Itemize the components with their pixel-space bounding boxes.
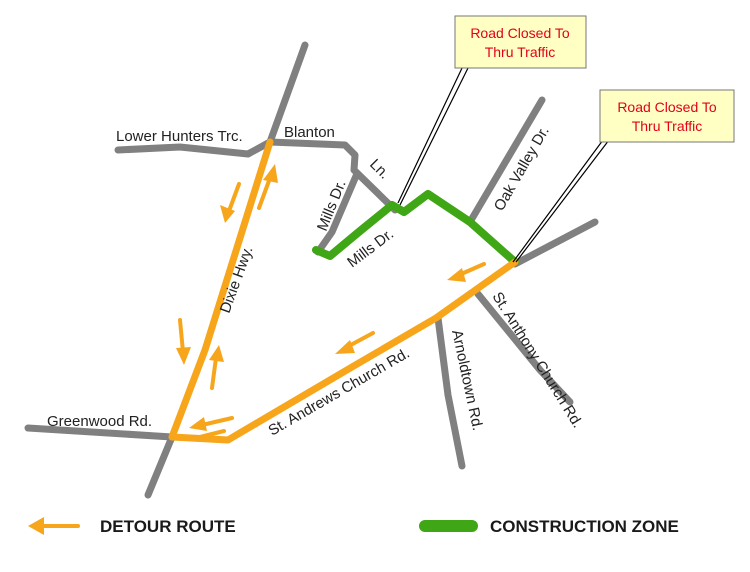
- legend-detour-arrow-icon: [28, 517, 80, 535]
- road-blanton: [266, 138, 399, 214]
- road-arnoldtown: [434, 314, 466, 470]
- detour-arrows: [176, 164, 486, 440]
- road-mills-dr-vertical: [314, 172, 360, 256]
- callout-1-line2: Thru Traffic: [485, 44, 556, 60]
- callout-2-line2: Thru Traffic: [632, 118, 703, 134]
- arrow-st-andrews-west-1: [447, 262, 486, 282]
- arrow-dixie-south-2: [176, 318, 191, 365]
- label-st-anthony: St. Anthony Church Rd.: [489, 289, 586, 431]
- arrow-dixie-north-1: [257, 164, 278, 210]
- road-dixie-north-extension: [266, 41, 309, 146]
- legend-detour-label: DETOUR ROUTE: [100, 517, 236, 536]
- road-closed-callout-1: Road Closed To Thru Traffic: [454, 15, 587, 69]
- road-network: [24, 41, 599, 499]
- callout-leader-1b: [399, 65, 470, 206]
- label-st-andrews: St. Andrews Church Rd.: [266, 345, 413, 440]
- callout-leader-2: [512, 139, 604, 263]
- label-ln: Ln.: [366, 156, 393, 183]
- legend-construction-label: CONSTRUCTION ZONE: [490, 517, 679, 536]
- road-st-anthony: [474, 290, 574, 406]
- arrow-st-andrews-east: [194, 429, 226, 440]
- arrow-st-andrews-west-2: [335, 331, 375, 354]
- detour-route: [168, 138, 519, 444]
- label-lower-hunters: Lower Hunters Trc.: [116, 128, 243, 145]
- label-blanton: Blanton: [284, 124, 335, 141]
- legend: DETOUR ROUTE CONSTRUCTION ZONE: [28, 517, 679, 536]
- detour-st-andrews: [168, 258, 519, 444]
- label-dixie: Dixie Hwy.: [217, 244, 257, 315]
- road-labels: Lower Hunters Trc. Blanton Mills Dr. Ln.…: [47, 123, 586, 439]
- construction-zone-path: [312, 190, 519, 266]
- road-dixie-south: [144, 433, 176, 499]
- callout-leader-1: [397, 65, 464, 204]
- label-greenwood: Greenwood Rd.: [47, 413, 152, 430]
- arrow-dixie-south-1: [220, 182, 241, 223]
- road-oak-valley: [466, 96, 546, 226]
- arrow-dixie-north-2: [209, 345, 224, 390]
- road-lower-hunters: [114, 138, 274, 158]
- arrow-st-andrews-west-3: [189, 416, 234, 431]
- detour-dixie-hwy: [168, 138, 274, 441]
- callout-leader-2b: [515, 139, 610, 263]
- label-mills-dr: Mills Dr.: [344, 226, 397, 272]
- callout-1-line1: Road Closed To: [470, 25, 570, 41]
- road-east-extension: [511, 218, 599, 268]
- road-greenwood: [24, 424, 176, 441]
- callout-2-line1: Road Closed To: [617, 99, 717, 115]
- road-closed-callout-2: Road Closed To Thru Traffic: [599, 89, 735, 143]
